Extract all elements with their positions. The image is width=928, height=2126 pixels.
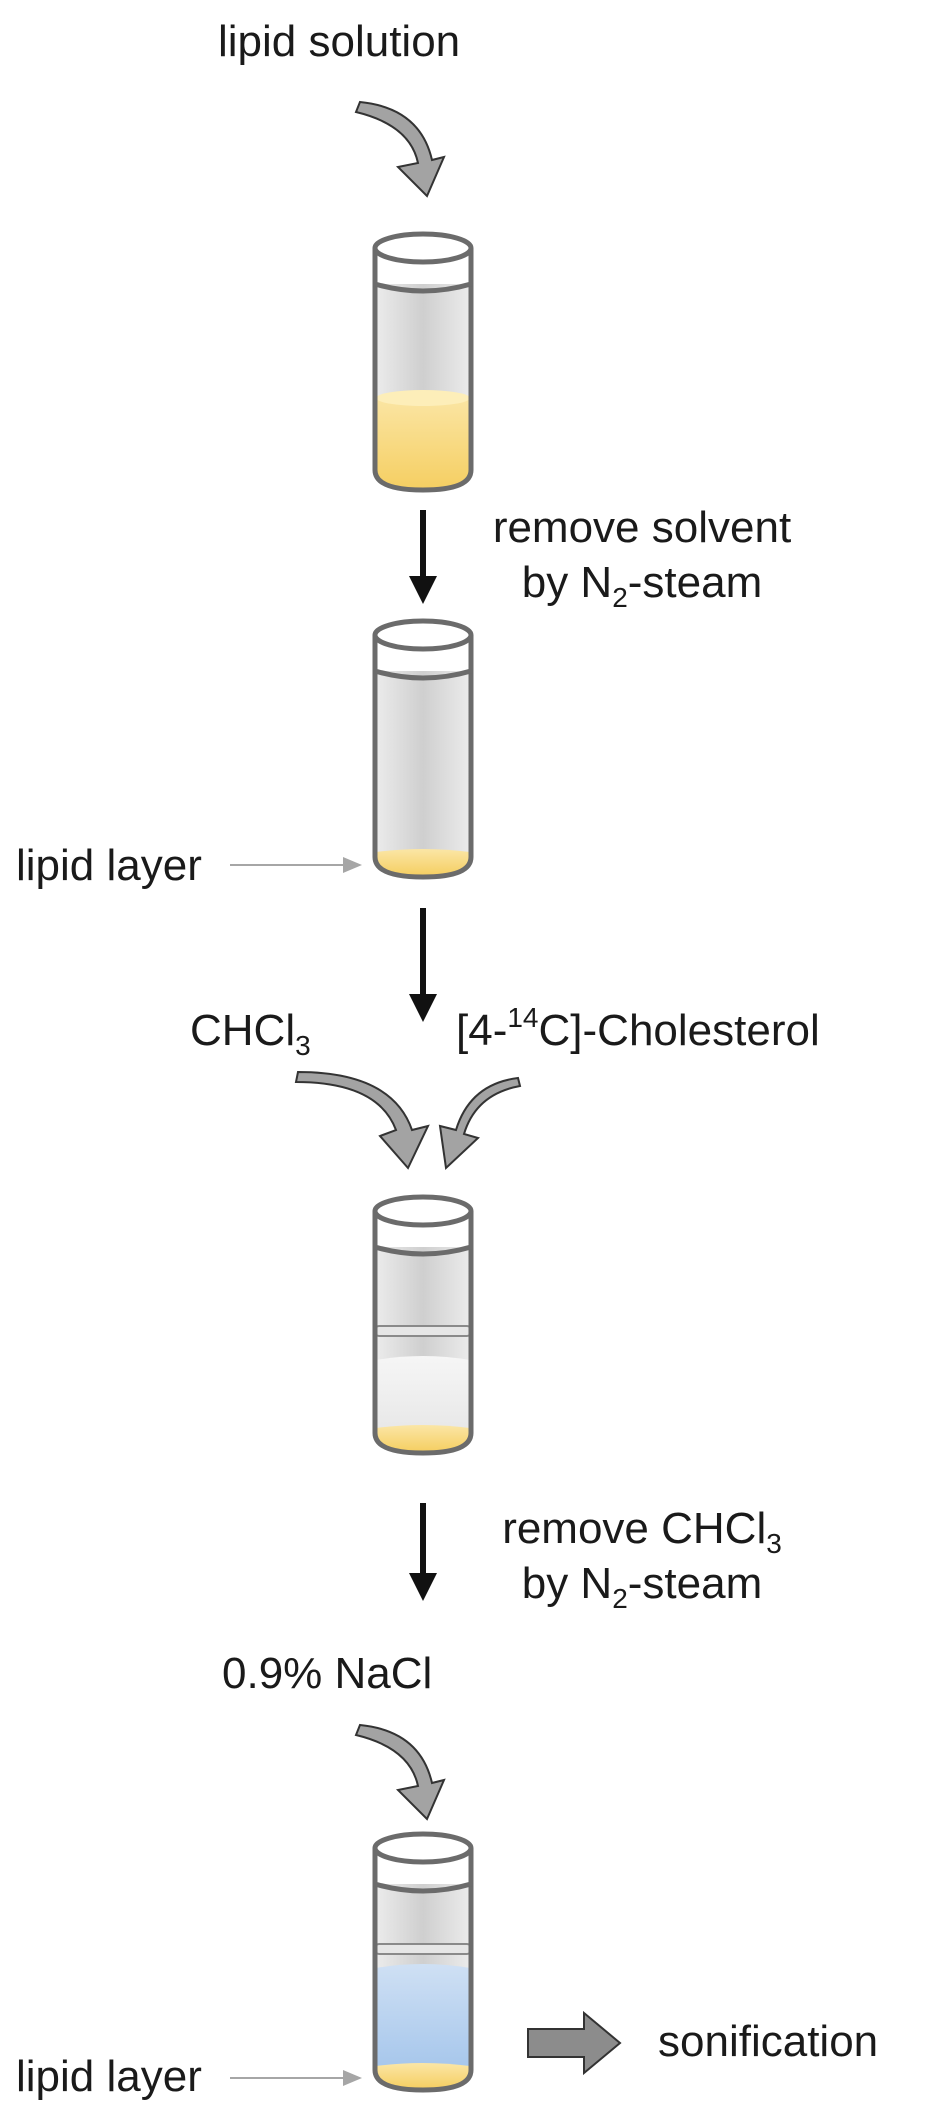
pointer-arrow-icon	[230, 857, 362, 873]
test-tube-icon-1	[372, 231, 474, 493]
nacl-label: 0.9% NaCl	[222, 1649, 433, 1698]
lipid-layer-label-top: lipid layer	[16, 841, 202, 890]
lipid-layer-label-bottom: lipid layer	[16, 2052, 202, 2101]
curved-arrow-icon	[354, 1723, 446, 1821]
remove-chcl3-label: remove CHCl3 by N2-steam	[462, 1501, 822, 1614]
down-arrow-icon	[409, 1503, 437, 1601]
curved-arrow-icon	[294, 1070, 430, 1170]
remove-solvent-line1: remove solvent	[492, 503, 792, 552]
pointer-arrow-icon	[230, 2070, 362, 2086]
sonification-label: sonification	[658, 2017, 879, 2066]
remove-chcl3-line1: remove CHCl3	[502, 1504, 782, 1559]
curved-arrow-icon	[354, 100, 446, 198]
chcl3-label: CHCl3	[190, 1006, 311, 1061]
down-arrow-icon	[409, 908, 437, 1022]
cholesterol-label: [4-14C]-Cholesterol	[456, 1002, 820, 1056]
block-arrow-icon	[527, 2010, 622, 2076]
test-tube-icon-3	[372, 1194, 474, 1456]
lipid-solution-label: lipid solution	[218, 17, 461, 66]
remove-solvent-line2: by N2-steam	[521, 558, 763, 613]
test-tube-icon-2	[372, 618, 474, 880]
remove-solvent-label: remove solvent by N2-steam	[462, 500, 822, 613]
down-arrow-icon	[409, 510, 437, 604]
curved-arrow-icon	[438, 1076, 522, 1171]
remove-chcl3-line2: by N2-steam	[521, 1559, 763, 1614]
test-tube-icon-4	[372, 1831, 474, 2093]
